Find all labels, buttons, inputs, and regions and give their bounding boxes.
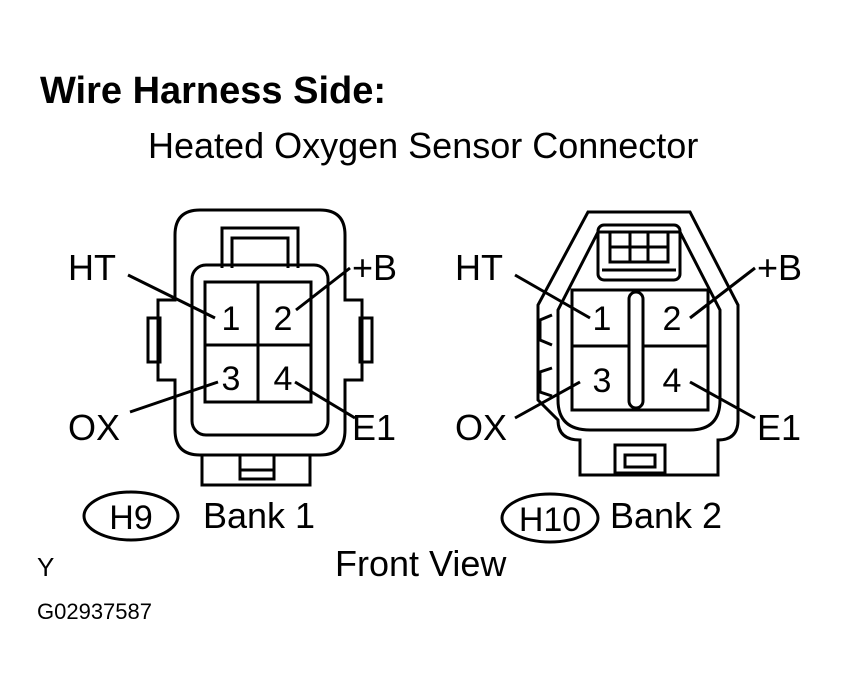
h10-top-latch [596, 223, 682, 282]
h9-label-e1: E1 [352, 407, 396, 448]
h10-left-lug [538, 313, 553, 347]
h9-inner-cavity [190, 263, 330, 437]
h10-bank-label: Bank 2 [610, 495, 722, 536]
h9-label-b: +B [352, 247, 397, 288]
h9-leader-ox [129, 380, 219, 414]
h9-bank-label: Bank 1 [203, 495, 315, 536]
h10-pin-grid [570, 288, 710, 412]
h10-label-ht: HT [455, 247, 503, 288]
h9-label-ox: OX [68, 407, 120, 448]
figure-id: G02937587 [37, 599, 152, 624]
h10-leader-b [689, 266, 756, 320]
h10-bottom-tab [613, 443, 667, 475]
h9-pin-3: 3 [222, 360, 241, 398]
h9-leader-b [295, 266, 351, 312]
h10-terminal-labels: HT +B OX E1 [455, 247, 802, 448]
h9-code-oval [82, 490, 180, 542]
h10-pin-2: 2 [663, 300, 682, 338]
h10-leader-ox [514, 380, 581, 420]
h9-label-ht: HT [68, 247, 116, 288]
diagram-title: Wire Harness Side: [40, 70, 387, 112]
diagram-subtitle: Heated Oxygen Sensor Connector [148, 125, 699, 166]
h10-inner-cavity [556, 230, 722, 432]
h10-pin-numbers: 1 2 3 4 [593, 300, 682, 400]
h10-pin-4: 4 [663, 362, 682, 400]
h10-code-oval [500, 492, 600, 544]
h10-pin-3: 3 [593, 362, 612, 400]
h10-label-ox: OX [455, 407, 507, 448]
h10-leader-ht [514, 273, 591, 320]
corner-mark: Y [37, 552, 55, 582]
h10-center-key [627, 290, 645, 410]
h10-label-b: +B [757, 247, 802, 288]
h9-top-latch [220, 226, 300, 268]
connector-h9 [127, 208, 374, 487]
h9-right-lug [358, 316, 374, 364]
connector-h10 [514, 210, 756, 477]
h9-left-lug [146, 316, 162, 364]
h9-pin-numbers: 1 2 3 4 [222, 300, 293, 398]
h9-leader-e1 [294, 380, 356, 420]
h9-terminal-labels: HT +B OX E1 [68, 247, 397, 448]
h10-housing-outline [536, 210, 740, 477]
h9-code: H9 [109, 499, 152, 537]
h9-pin-2: 2 [274, 300, 293, 338]
h10-label-e1: E1 [757, 407, 801, 448]
h9-pin-1: 1 [222, 300, 241, 338]
h9-leader-ht [127, 273, 216, 320]
h9-housing-outline [156, 208, 364, 457]
h10-code: H10 [519, 501, 581, 539]
h9-pin-4: 4 [274, 360, 293, 398]
front-view-label: Front View [335, 543, 507, 584]
h10-leader-e1 [689, 380, 756, 420]
h10-pin-1: 1 [593, 300, 612, 338]
